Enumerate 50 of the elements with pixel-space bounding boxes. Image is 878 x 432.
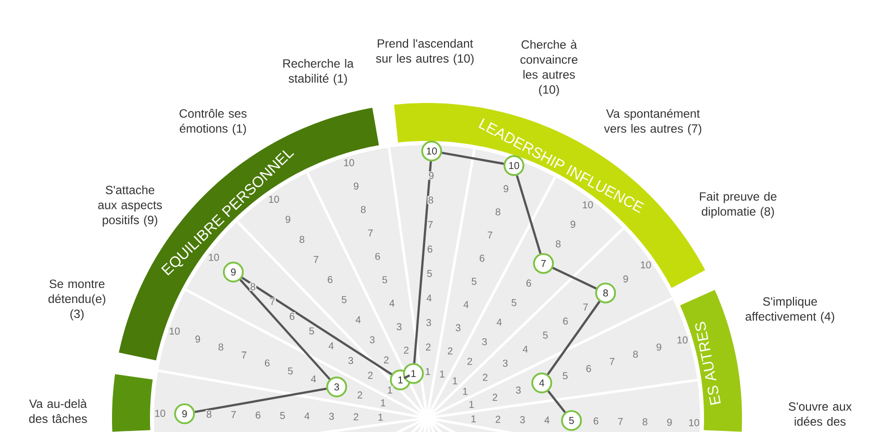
scale-number: 6	[374, 252, 381, 261]
connector-line	[194, 388, 327, 414]
scale-number: 9	[284, 215, 292, 224]
scale-number: 3	[519, 416, 526, 424]
scale-number: 10	[640, 260, 652, 269]
scale-number: 7	[230, 410, 237, 419]
connector-line	[239, 279, 331, 380]
scale-number: 5	[510, 298, 518, 307]
scale-number: 9	[570, 220, 576, 228]
trait-label: Contrôle ses émotions (1)	[180, 108, 247, 136]
scale-number: 4	[462, 300, 470, 309]
trait-label: Va au-delà des tâches	[29, 399, 87, 423]
scale-number: 3	[328, 412, 335, 420]
scale-number: 6	[478, 254, 486, 262]
scale-number: 7	[486, 231, 494, 240]
scale-number: 8	[250, 282, 256, 291]
scale-number: 9	[502, 184, 510, 193]
connector-line	[404, 374, 410, 380]
connector-line	[413, 161, 432, 364]
scale-number: 8	[642, 418, 648, 426]
scale-number: 7	[269, 298, 276, 306]
trait-label: S'ouvre aux idées des	[788, 402, 852, 426]
connector-line	[241, 276, 392, 376]
trait-label: Recherche la stabilité (1)	[283, 58, 354, 86]
scale-number: 3	[454, 324, 462, 332]
scale-number: 3	[396, 322, 402, 331]
scale-number: 3	[481, 338, 488, 346]
category-band	[112, 374, 153, 432]
scale-number: 2	[352, 412, 360, 421]
connector-line	[546, 300, 600, 376]
scale-number: 4	[544, 416, 550, 424]
connector-line	[516, 175, 542, 254]
scale-number: 10	[688, 418, 700, 427]
scale-number: 2	[492, 393, 498, 402]
scale-number: 8	[206, 410, 212, 418]
trait-label: Se montre détendu(e) (3)	[48, 280, 106, 320]
trait-label: Prend l'ascendant sur les autres (10)	[376, 38, 474, 66]
scale-number: 5	[340, 296, 348, 304]
connector-line	[552, 266, 597, 290]
scale-number: 8	[494, 208, 502, 216]
scale-number: 4	[388, 299, 396, 308]
connector-line	[547, 390, 566, 414]
scale-number: 1	[377, 413, 384, 422]
scale-number: 8	[632, 350, 639, 358]
trait-label: Va spontanément vers les autres (7)	[604, 108, 702, 136]
scale-number: 2	[494, 415, 502, 424]
scale-number: 10	[342, 158, 356, 167]
scale-number: 6	[288, 312, 296, 320]
scale-number: 10	[154, 409, 166, 418]
connector-line	[442, 152, 504, 165]
